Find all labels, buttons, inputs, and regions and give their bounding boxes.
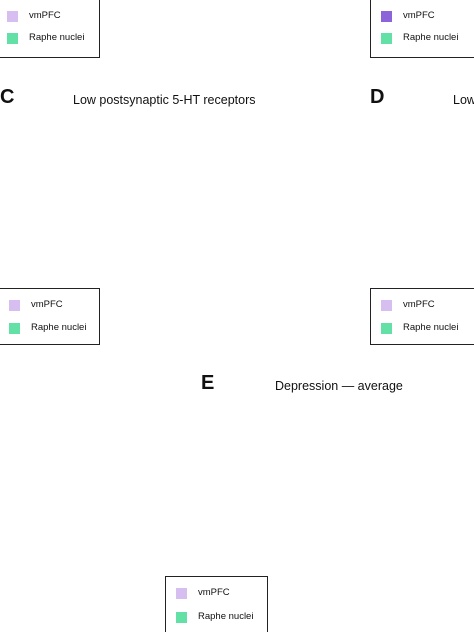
legend-row-raphe: Raphe nuclei <box>9 321 86 335</box>
legend-row-vmpfc: vmPFC <box>381 9 435 23</box>
legend-box-e: vmPFC Raphe nuclei <box>165 576 268 632</box>
legend-row-raphe: Raphe nuclei <box>381 321 458 335</box>
legend-label-vmpfc: vmPFC <box>29 10 61 21</box>
raphe-swatch <box>381 322 392 334</box>
panel-b: vmPFC Raphe nuclei <box>362 0 474 62</box>
legend-label-raphe: Raphe nuclei <box>198 611 254 622</box>
legend-label-vmpfc: vmPFC <box>198 587 230 598</box>
legend-row-vmpfc: vmPFC <box>381 298 435 312</box>
legend-label-vmpfc: vmPFC <box>403 10 435 21</box>
panel-e: E Depression — average vmPFC Raphe nucle… <box>160 368 474 632</box>
raphe-swatch <box>7 32 18 44</box>
legend-row-raphe: Raphe nuclei <box>7 31 84 45</box>
legend-row-vmpfc: vmPFC <box>9 298 63 312</box>
legend-row-raphe: Raphe nuclei <box>381 31 458 45</box>
panel-title-d: Low <box>453 93 474 107</box>
legend-label-raphe: Raphe nuclei <box>403 322 459 333</box>
panel-c: C Low postsynaptic 5-HT receptors vmPFC … <box>0 82 290 350</box>
legend-row-raphe: Raphe nuclei <box>176 610 253 624</box>
panel-letter-d: D <box>370 86 385 108</box>
legend-label-raphe: Raphe nuclei <box>403 32 459 43</box>
vmpfc-swatch <box>176 587 187 599</box>
legend-label-raphe: Raphe nuclei <box>31 322 87 333</box>
legend-box-c: vmPFC Raphe nuclei <box>0 288 100 345</box>
panel-letter-c: C <box>0 86 15 108</box>
vmpfc-swatch <box>381 299 392 311</box>
legend-label-vmpfc: vmPFC <box>403 299 435 310</box>
panel-title-e: Depression — average <box>275 379 403 393</box>
legend-row-vmpfc: vmPFC <box>7 9 61 23</box>
legend-box-a: vmPFC Raphe nuclei <box>0 0 100 58</box>
panel-a: vmPFC Raphe nuclei <box>0 0 225 62</box>
legend-row-vmpfc: vmPFC <box>176 586 230 600</box>
panel-title-c: Low postsynaptic 5-HT receptors <box>73 93 256 107</box>
vmpfc-swatch <box>381 10 392 22</box>
legend-label-raphe: Raphe nuclei <box>29 32 85 43</box>
legend-box-b: vmPFC Raphe nuclei <box>370 0 474 58</box>
legend-box-d: vmPFC Raphe nuclei <box>370 288 474 345</box>
raphe-swatch <box>381 32 392 44</box>
panel-letter-e: E <box>201 372 215 394</box>
vmpfc-swatch <box>7 10 18 22</box>
legend-label-vmpfc: vmPFC <box>31 299 63 310</box>
raphe-swatch <box>176 611 187 623</box>
raphe-swatch <box>9 322 20 334</box>
vmpfc-swatch <box>9 299 20 311</box>
panel-d: D Low vmPFC Raphe nuclei <box>362 82 474 350</box>
